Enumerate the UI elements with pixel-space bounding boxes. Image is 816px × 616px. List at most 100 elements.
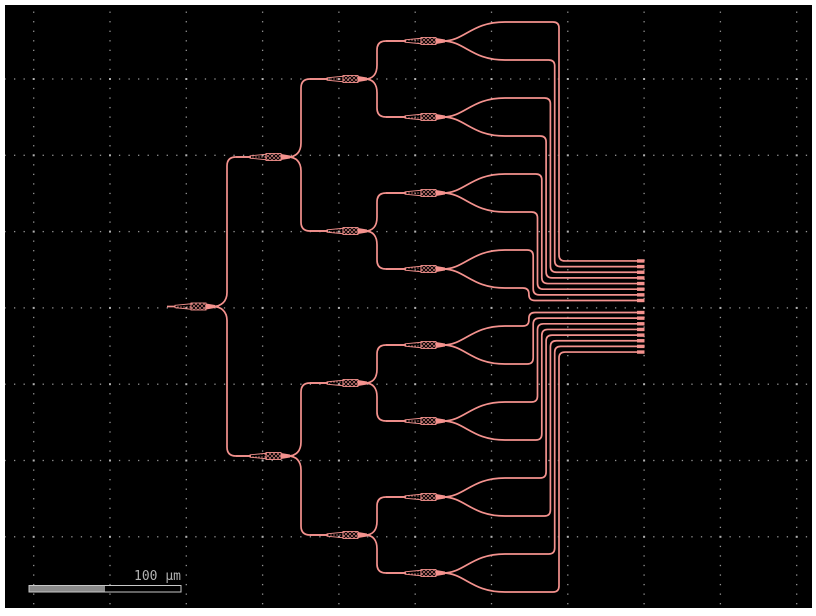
output-port: [637, 327, 645, 332]
output-port: [637, 322, 645, 326]
branch-waveguide: [364, 40, 406, 80]
mmi-section: [190, 302, 207, 311]
mmi-section: [420, 569, 437, 577]
taper-section: [404, 417, 422, 425]
output-taper-section: [436, 342, 445, 348]
mmi-section: [420, 37, 437, 45]
output-waveguide: [442, 311, 637, 346]
mmi-section: [420, 189, 437, 197]
output-waveguide: [442, 339, 637, 517]
output-port: [637, 344, 645, 349]
output-waveguide: [442, 192, 637, 291]
taper-section: [404, 37, 422, 45]
branch-waveguide: [287, 156, 328, 232]
output-port: [637, 310, 645, 315]
output-taper-section: [358, 380, 367, 386]
taper-section: [404, 113, 422, 121]
splitter-level-3: [310, 75, 367, 83]
splitter-level-3: [310, 379, 367, 387]
splitter-level-4: [386, 341, 445, 349]
taper-section: [404, 493, 422, 501]
output-port: [637, 298, 645, 303]
output-taper-section: [436, 114, 445, 120]
splitter-level-4: [386, 189, 445, 197]
taper-section: [326, 75, 344, 83]
branch-waveguide: [364, 496, 406, 536]
output-port: [637, 264, 645, 269]
grid-dots: [5, 11, 808, 605]
splitter-level-4: [386, 265, 445, 273]
output-taper-section: [206, 303, 215, 310]
taper-section: [404, 265, 422, 273]
branch-waveguide: [364, 344, 406, 384]
output-taper-section: [358, 532, 367, 538]
output-waveguide: [442, 173, 637, 285]
taper-section: [404, 189, 422, 197]
taper-section: [326, 379, 344, 387]
output-port: [637, 281, 645, 286]
scale-bar: 100 µm: [28, 569, 182, 593]
output-port: [637, 293, 645, 297]
output-taper-section: [436, 418, 445, 424]
output-waveguide: [442, 268, 637, 302]
branch-waveguide: [287, 78, 328, 158]
taper-section: [326, 227, 344, 235]
taper-section: [404, 341, 422, 349]
output-waveguide: [442, 334, 637, 498]
output-port: [637, 270, 645, 274]
output-taper-section: [358, 228, 367, 234]
splitter-level-3: [310, 227, 367, 235]
splitter-level-2: [236, 153, 290, 161]
layout-viewport[interactable]: 100 µm: [5, 5, 812, 608]
output-port: [637, 287, 645, 291]
output-waveguide: [442, 351, 637, 593]
output-waveguide: [442, 317, 637, 365]
output-port: [637, 276, 645, 280]
splitter-level-4: [386, 37, 445, 45]
mmi-section: [420, 417, 437, 425]
splitter-level-4: [386, 493, 445, 501]
taper-section: [249, 452, 267, 460]
output-taper-section: [436, 494, 445, 500]
splitter-level-1: [167, 302, 215, 311]
mmi-section: [265, 452, 282, 460]
splitter-level-4: [386, 569, 445, 577]
scale-bar-label: 100 µm: [134, 569, 181, 584]
output-port: [637, 259, 645, 263]
scale-bar-filled-segment: [29, 585, 105, 592]
output-port: [637, 333, 645, 337]
output-taper-section: [281, 154, 290, 160]
output-port: [637, 350, 645, 354]
splitter-tree-layout: [167, 21, 645, 593]
splitter-level-4: [386, 417, 445, 425]
output-waveguide: [442, 345, 637, 574]
taper-section: [404, 569, 422, 577]
mmi-section: [420, 265, 437, 273]
branch-waveguide: [287, 455, 328, 536]
mmi-section: [420, 113, 437, 121]
mmi-section: [420, 493, 437, 501]
taper-section: [249, 153, 267, 161]
branch-waveguide: [364, 230, 406, 270]
output-taper-section: [436, 570, 445, 576]
branch-waveguide: [364, 534, 406, 574]
mmi-section: [342, 75, 359, 83]
branch-waveguide: [364, 382, 406, 422]
branch-waveguide: [364, 192, 406, 232]
output-port: [637, 339, 645, 343]
mmi-section: [342, 531, 359, 539]
output-waveguide: [442, 328, 637, 441]
splitter-level-2: [236, 452, 290, 460]
output-waveguide: [442, 40, 637, 268]
output-taper-section: [436, 266, 445, 272]
mmi-section: [342, 227, 359, 235]
layout-svg: 100 µm: [5, 11, 808, 605]
output-taper-section: [436, 190, 445, 196]
output-taper-section: [358, 76, 367, 82]
output-waveguide: [442, 322, 637, 422]
mmi-section: [265, 153, 282, 161]
branch-waveguide: [287, 382, 328, 457]
output-waveguide: [442, 249, 637, 296]
mmi-section: [420, 341, 437, 349]
